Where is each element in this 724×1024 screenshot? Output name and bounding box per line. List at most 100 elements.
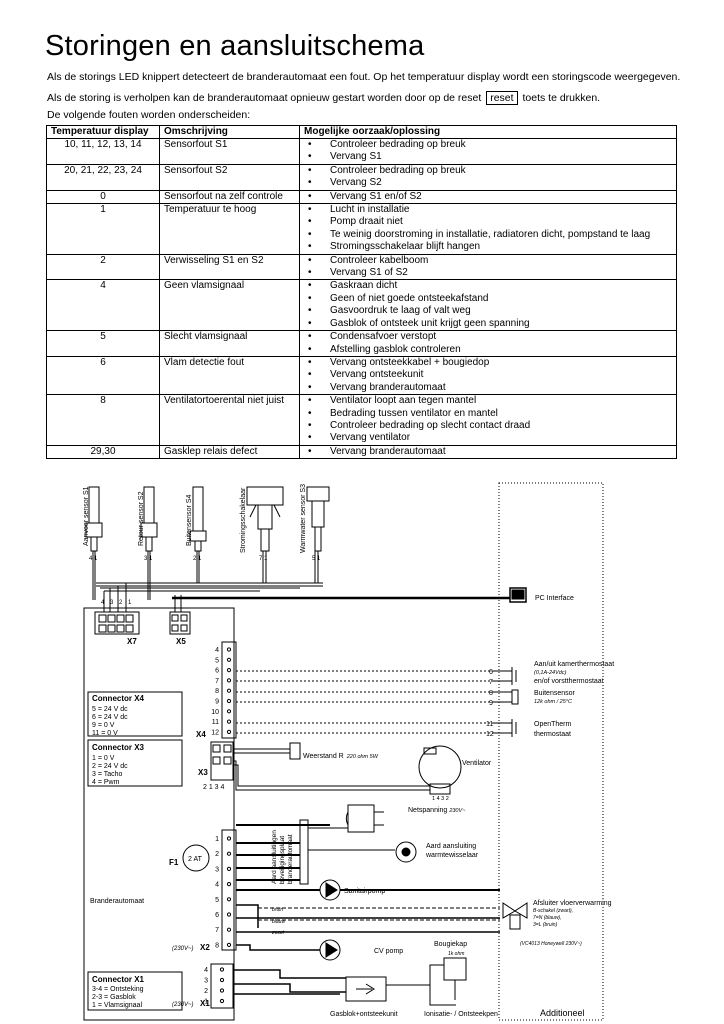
sensor-pins-s3: 5 1 xyxy=(312,556,321,562)
bullet: • xyxy=(308,228,312,240)
bullet: • xyxy=(308,432,312,444)
intro-line-2-after: toets te drukken. xyxy=(522,92,601,104)
bullet: • xyxy=(308,395,312,407)
sensor-label-flow: Stromingsschakelaar xyxy=(240,487,247,553)
gasblok-icon xyxy=(345,976,387,1002)
fault-causes: •Vervang branderautomaat xyxy=(299,444,677,460)
x1-pin: 1 xyxy=(204,999,208,1006)
cause-item: •Vervang S1 en/of S2 xyxy=(304,191,672,203)
x4-pin: 12 xyxy=(211,729,219,736)
resistor-sub: 220 ohm 5W xyxy=(346,754,379,760)
bullet: • xyxy=(308,369,312,381)
thermostat-sub2: en/of vorstthermostaat xyxy=(534,678,604,685)
sensor-pins-s1: 4 1 xyxy=(89,556,98,562)
cause-text: Afstelling gasblok controleren xyxy=(330,343,461,355)
pin-contact xyxy=(219,967,225,972)
fault-description: Vlam detectie fout xyxy=(159,355,300,396)
thermostat-pin-7: 7 xyxy=(489,679,493,686)
cause-text: Controleer kabelboom xyxy=(330,254,429,266)
mains-title: Netspanning xyxy=(408,807,447,814)
x4-pin: 4 xyxy=(215,647,219,654)
connector-x7-label: X7 xyxy=(127,637,137,646)
bullet: • xyxy=(308,216,312,228)
cause-item: •Vervang branderautomaat xyxy=(304,446,672,458)
earth-label-3: branderautomaat xyxy=(287,834,294,884)
intro-line-2: Als de storing is verholpen kan de brand… xyxy=(47,91,600,105)
cause-item: •Gasvoordruk te laag of valt weg xyxy=(304,305,672,317)
pin-contact xyxy=(226,897,232,902)
legend-x1-line-1: 3-4 = Ontsteking xyxy=(92,986,144,993)
x7-pin-3: 3 xyxy=(110,600,114,606)
pin-contact xyxy=(226,836,232,841)
fault-code: 1 xyxy=(46,203,160,255)
bullet: • xyxy=(308,267,312,279)
pin-contact xyxy=(226,927,232,932)
pin-contact xyxy=(226,657,232,662)
x4-pin: 11 xyxy=(212,719,219,726)
pc-interface-label: PC Interface xyxy=(535,595,574,602)
fan-label: Ventilator xyxy=(462,760,492,767)
pin-contact xyxy=(219,988,225,993)
sensor-label-s1: Aanvoer sensor S1 xyxy=(83,486,90,546)
fault-causes: • Controleer kabelboom • Vervang S1 of S2 xyxy=(299,253,677,281)
connector-x5-label: X5 xyxy=(176,637,186,646)
bullet: • xyxy=(308,151,312,163)
col-header-cause: Mogelijke oorzaak/oplossing xyxy=(299,125,677,139)
fault-causes: •Ventilator loopt aan tegen mantel•Bedra… xyxy=(299,394,677,446)
fault-code: 6 xyxy=(46,355,160,396)
cv-pump-label: CV pomp xyxy=(374,948,403,955)
pin-contact xyxy=(226,866,232,872)
fault-code: 10, 11, 12, 13, 14 xyxy=(46,138,160,165)
wire-label-brown: bruin xyxy=(272,907,283,913)
opentherm-symbol xyxy=(511,719,517,737)
cause-item: •Vervang S1 xyxy=(304,151,672,163)
opentherm-pin-11: 11 xyxy=(486,721,493,728)
cause-item: • Controleer kabelboom xyxy=(304,255,672,267)
cause-item: •Ventilator loopt aan tegen mantel xyxy=(304,395,672,407)
cause-item: • Pomp draait niet xyxy=(304,216,672,228)
valve-icon xyxy=(502,902,528,919)
bullet: • xyxy=(308,139,312,150)
gasblok-label: Gasblok+ontsteekunit xyxy=(330,1011,398,1018)
sensor-pins-s4: 2 1 xyxy=(193,556,202,562)
thermostat-pin-6: 6 xyxy=(489,669,493,676)
outdoor-pin-9: 9 xyxy=(489,700,493,707)
legend-x4-title: Connector X4 xyxy=(92,694,145,703)
x2-pin: 6 xyxy=(215,912,219,919)
cause-text: Geen of niet goede ontsteekafstand xyxy=(330,292,489,304)
cause-text: Vervang S1 of S2 xyxy=(330,267,408,279)
opentherm-pin-12: 12 xyxy=(486,731,494,738)
thermostat-sub: (0,1A-24Vdc) xyxy=(534,670,567,676)
legend-x4-line-4: 11 = 0 V xyxy=(92,730,118,737)
bullet: • xyxy=(308,317,312,329)
cause-text: Gasblok of ontsteek unit krijgt geen spa… xyxy=(330,317,530,329)
cause-text: Gasvoordruk te laag of valt weg xyxy=(330,305,471,317)
bullet: • xyxy=(308,254,312,266)
connector-x3-label: X3 xyxy=(198,768,208,777)
fan-pins: 1 4 3 2 xyxy=(432,796,449,802)
cause-item: •Condensafvoer verstopt xyxy=(304,331,672,343)
sensor-pins-flow: 7 1 xyxy=(259,556,268,562)
x4-pin: 6 xyxy=(215,668,219,675)
outdoor-pin-8: 8 xyxy=(489,690,493,697)
thermostat-symbol xyxy=(511,667,517,685)
cause-item: •Afstelling gasblok controleren xyxy=(304,344,672,356)
pin-contact xyxy=(226,678,232,683)
legend-x3-line-2: 2 = 24 V dc xyxy=(92,763,128,770)
resistor-icon xyxy=(289,742,301,760)
opentherm-sub: thermostaat xyxy=(534,731,571,738)
cause-text: Vervang ontsteekkabel + bougiedop xyxy=(330,356,490,368)
thermostat-label: Aan/uit kamerthermostaat xyxy=(534,661,614,668)
cause-text: Pomp draait niet xyxy=(330,216,403,228)
cause-item: •Controleer bedrading op slecht contact … xyxy=(304,420,672,432)
cause-item: •Vervang S2 xyxy=(304,177,672,189)
pin-contact xyxy=(226,719,232,724)
bullet: • xyxy=(308,381,312,393)
sensor-label-s4: Buitensensor S4 xyxy=(186,495,193,546)
